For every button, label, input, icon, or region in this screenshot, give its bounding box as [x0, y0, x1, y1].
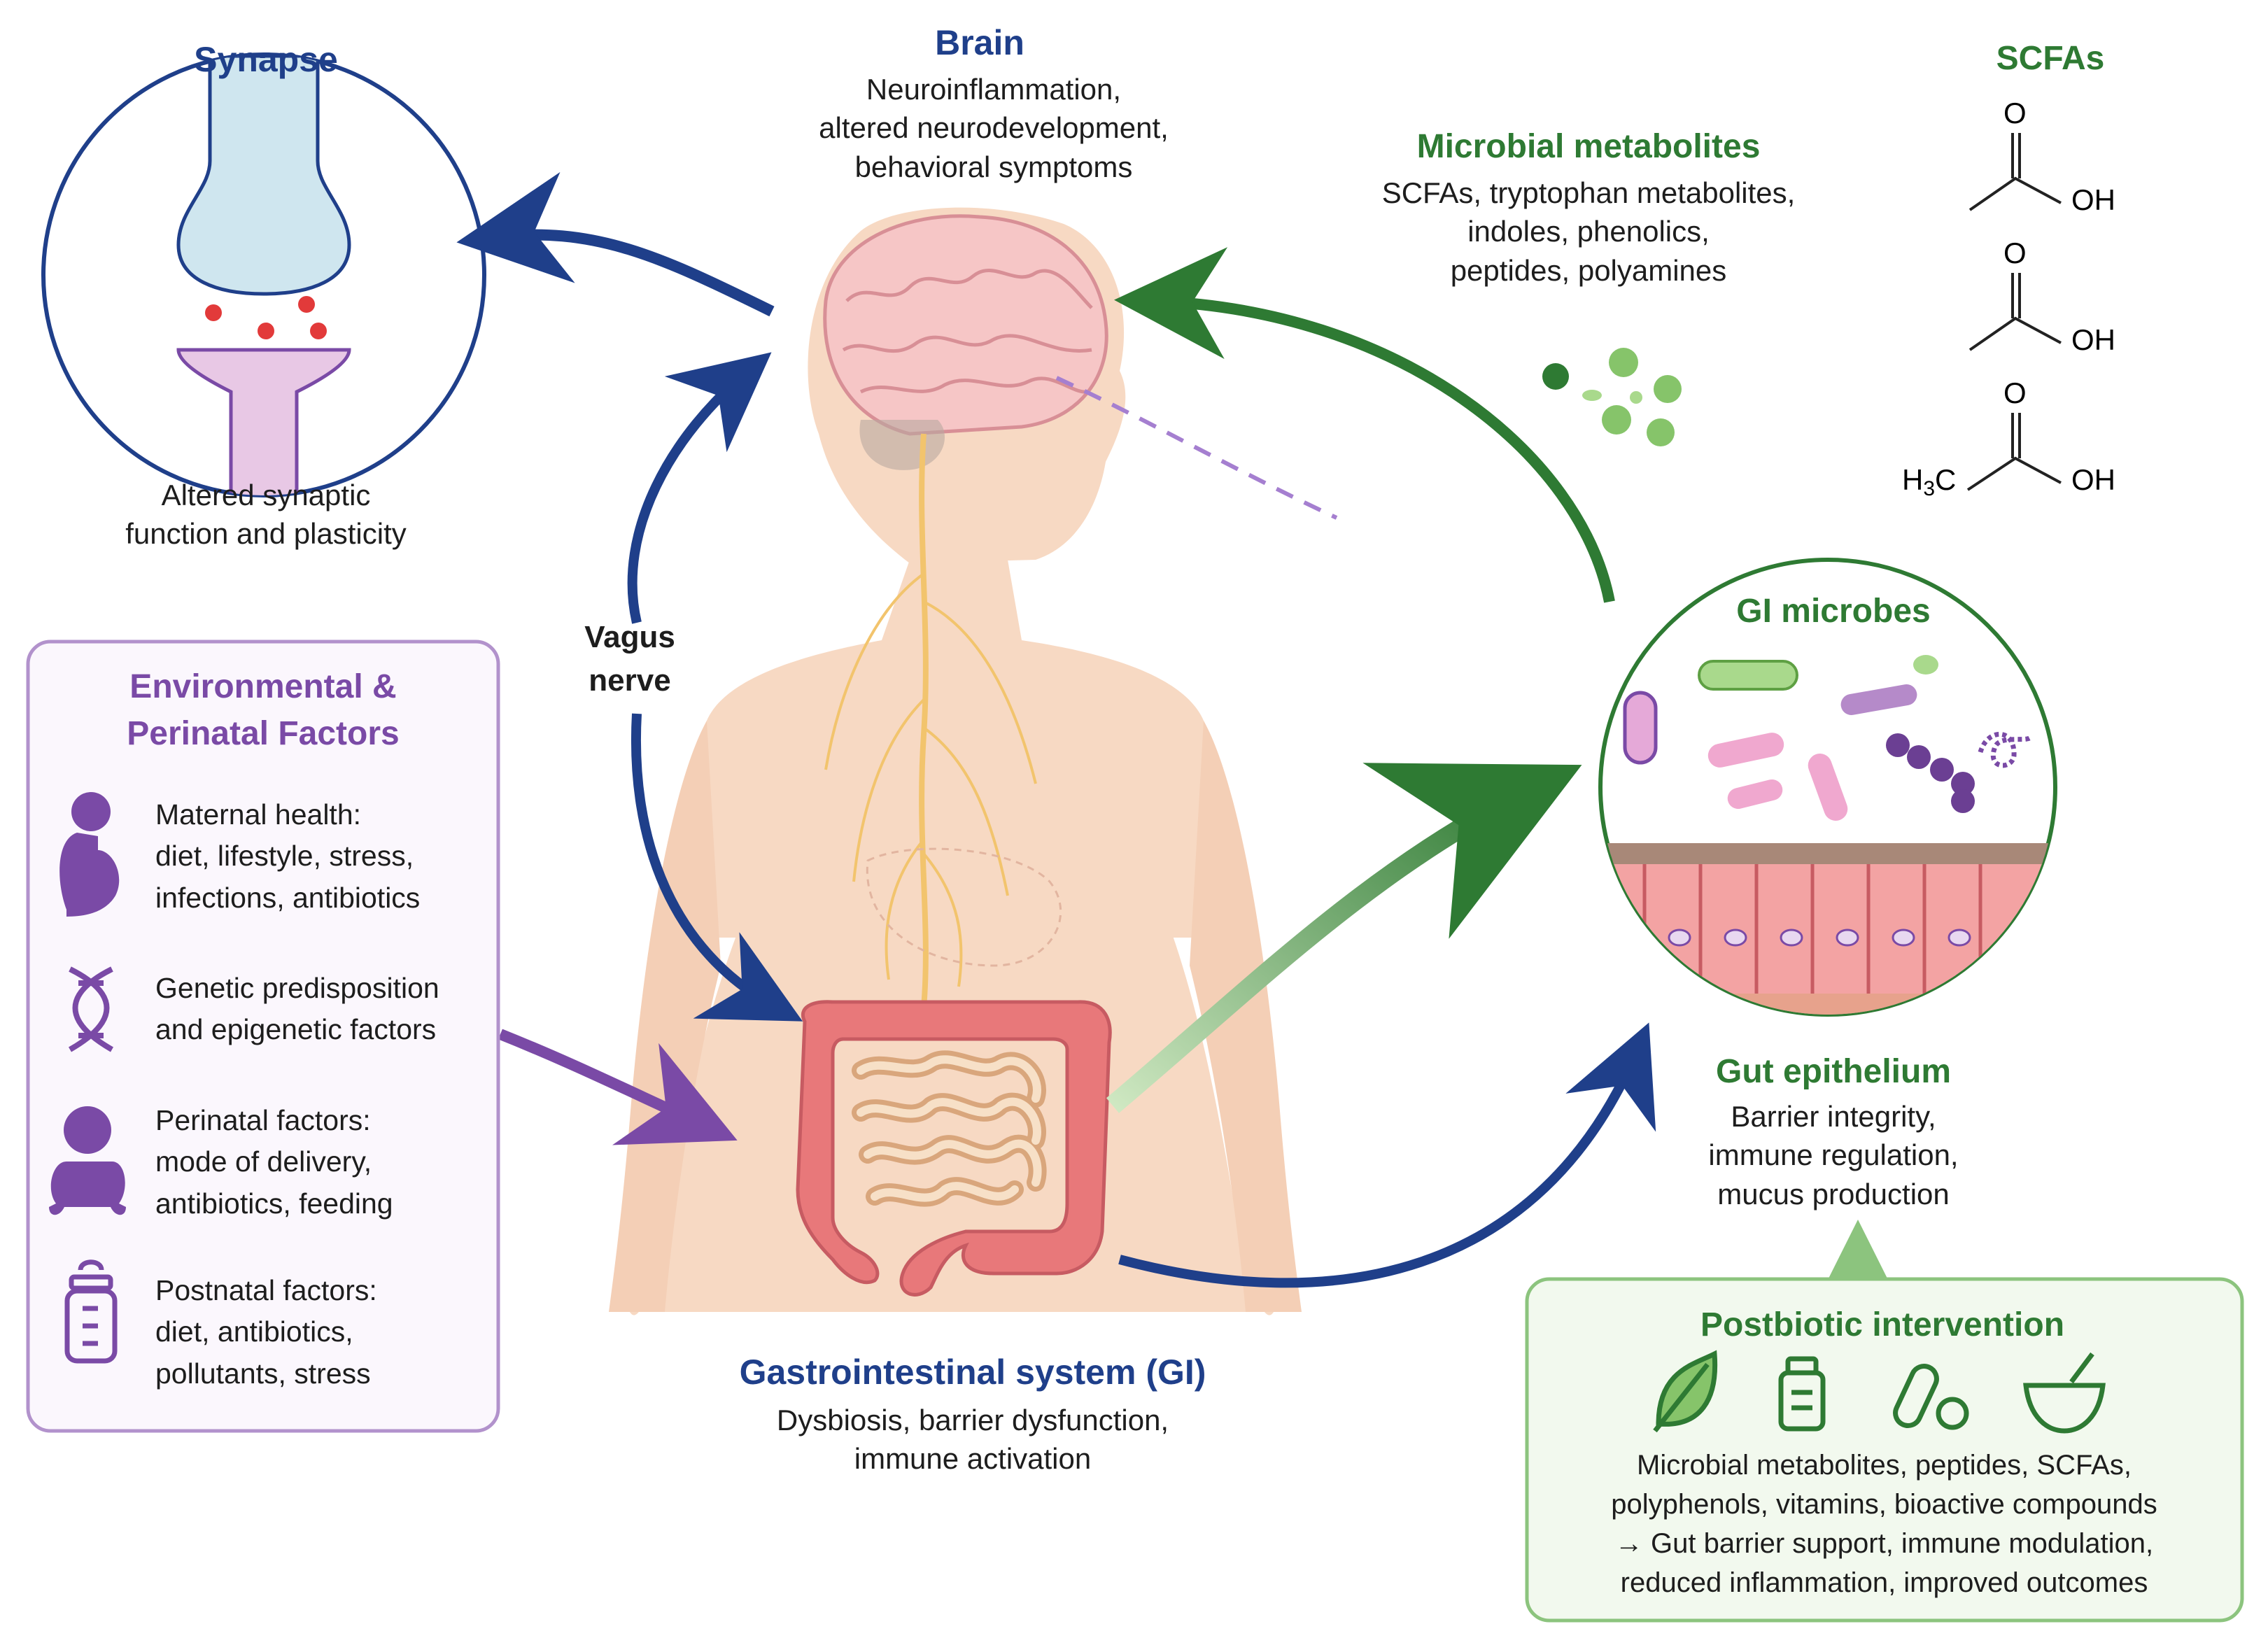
neurotransmitter-dot [258, 323, 274, 339]
scfa-hydroxyl-label: OH [2071, 183, 2115, 216]
metabolites-to-brain-arrow [1114, 247, 1615, 603]
brain-to-synapse-arrow [456, 171, 775, 317]
perinatal-item: Perinatal factors: mode of delivery, ant… [155, 1100, 393, 1224]
env-line: Maternal health: [155, 798, 362, 831]
scfas-title: SCFAs [1996, 40, 2105, 77]
env-line: Perinatal factors: [155, 1104, 371, 1136]
neurotransmitter-dot [310, 323, 327, 339]
synapse-line: function and plasticity [125, 517, 407, 551]
metabolites-title: Microbial metabolites [1416, 128, 1761, 165]
postbiotic-title: Postbiotic intervention [1700, 1306, 2065, 1343]
env-line: diet, lifestyle, stress, [155, 840, 414, 873]
scfa-oxygen-label: O [2003, 97, 2027, 129]
env-line: antibiotics, feeding [155, 1187, 393, 1220]
vagus-nerve-label: Vagus nerve [553, 616, 707, 702]
genetic-item: Genetic predisposition and epigenetic fa… [155, 968, 439, 1051]
env-line: pollutants, stress [155, 1357, 371, 1390]
gut-epithelium-title: Gut epithelium [1716, 1053, 1951, 1090]
vagus-down-arrow [631, 713, 803, 1022]
methyl-c: C [1935, 463, 1957, 496]
gi-system-title: Gastrointestinal system (GI) [739, 1353, 1206, 1392]
flow-arrows [456, 171, 1907, 1318]
synapse-title: Synapse [194, 40, 338, 79]
gut-to-microbes-arrow [1106, 763, 1582, 1113]
epithelium-line: mucus production [1717, 1177, 1950, 1210]
metabolites-description: SCFAs, tryptophan metabolites, indoles, … [1316, 174, 1861, 290]
environment-title-line: Perinatal Factors [127, 715, 400, 753]
metabolites-line: SCFAs, tryptophan metabolites, [1381, 176, 1796, 209]
maternal-health-item: Maternal health: diet, lifestyle, stress… [155, 794, 420, 919]
neurotransmitter-dot [205, 304, 222, 321]
gi-microbes-title: GI microbes [1736, 593, 1931, 630]
brain-line: behavioral symptoms [854, 150, 1133, 183]
gi-system-line: immune activation [854, 1442, 1092, 1476]
synapse-illustration [41, 52, 486, 497]
brain-line: altered neurodevelopment, [819, 111, 1169, 145]
scfa-methyl-label: H3C [1902, 463, 1956, 501]
environment-title-line: Environmental & [129, 668, 397, 705]
env-line: Postnatal factors: [155, 1274, 377, 1306]
supplement-bottle-icon [1778, 1356, 1826, 1432]
postnatal-item: Postnatal factors: diet, antibiotics, po… [155, 1270, 377, 1395]
scfa-hydroxyl-label: OH [2071, 323, 2115, 356]
gi-system-description: Dysbiosis, barrier dysfunction, immune a… [679, 1401, 1267, 1478]
leaf-icon [1653, 1350, 1718, 1433]
dna-icon [69, 966, 113, 1052]
capsule-icon [1893, 1364, 1969, 1430]
env-line: diet, antibiotics, [155, 1315, 353, 1348]
postbiotic-line: reduced inflammation, improved outcomes [1620, 1567, 2148, 1598]
mortar-pestle-icon [2023, 1352, 2106, 1434]
environment-box [26, 640, 500, 1433]
scfa-oxygen-label: O [2003, 376, 2027, 409]
environment-to-gut-arrow [498, 1029, 738, 1145]
scfa-hydroxyl-label: OH [2071, 463, 2115, 496]
brain-line: Neuroinflammation, [866, 73, 1122, 106]
synapse-description: Altered synaptic function and plasticity [56, 476, 476, 553]
dashed-brain-link [1055, 376, 1338, 520]
synapse-line: Altered synaptic [161, 479, 371, 511]
vagus-up-arrow [627, 352, 772, 624]
baby-icon [49, 1106, 126, 1215]
env-line: and epigenetic factors [155, 1013, 437, 1046]
vagus-line: Vagus [584, 620, 675, 654]
postbiotic-line: → Gut barrier support, immune modulation… [1614, 1528, 2154, 1559]
environment-title: Environmental & Perinatal Factors [42, 663, 484, 757]
metabolite-particles [1542, 348, 1682, 446]
postbiotic-line: polyphenols, vitamins, bioactive compoun… [1611, 1489, 2157, 1520]
epithelium-line: Barrier integrity, [1731, 1100, 1936, 1133]
postbiotic-line: Microbial metabolites, peptides, SCFAs, [1637, 1450, 2132, 1481]
scfa-structures [1966, 133, 2062, 491]
pregnant-woman-icon [59, 792, 120, 917]
methyl-subscript: 3 [1923, 477, 1936, 500]
metabolites-line: peptides, polyamines [1450, 253, 1727, 287]
env-line: infections, antibiotics [155, 881, 421, 914]
gut-epithelium-description: Barrier integrity, immune regulation, mu… [1623, 1097, 2043, 1213]
brain-description: Neuroinflammation, altered neurodevelopm… [731, 70, 1256, 186]
methyl-h: H [1902, 463, 1924, 496]
brain-title: Brain [935, 23, 1024, 62]
postbiotic-description: Microbial metabolites, peptides, SCFAs, … [1540, 1446, 2229, 1602]
human-body-illustration [609, 207, 1302, 1315]
neurotransmitter-dot [298, 296, 315, 313]
env-line: mode of delivery, [155, 1145, 372, 1178]
epithelium-line: immune regulation, [1708, 1138, 1959, 1172]
vagus-line: nerve [589, 663, 671, 698]
scfa-oxygen-label: O [2003, 236, 2027, 269]
baby-bottle-icon [64, 1259, 118, 1364]
gi-system-line: Dysbiosis, barrier dysfunction, [776, 1404, 1169, 1436]
metabolites-line: indoles, phenolics, [1467, 215, 1710, 248]
gut-epithelium-arrow [1118, 1022, 1656, 1288]
env-line: Genetic predisposition [155, 972, 439, 1004]
